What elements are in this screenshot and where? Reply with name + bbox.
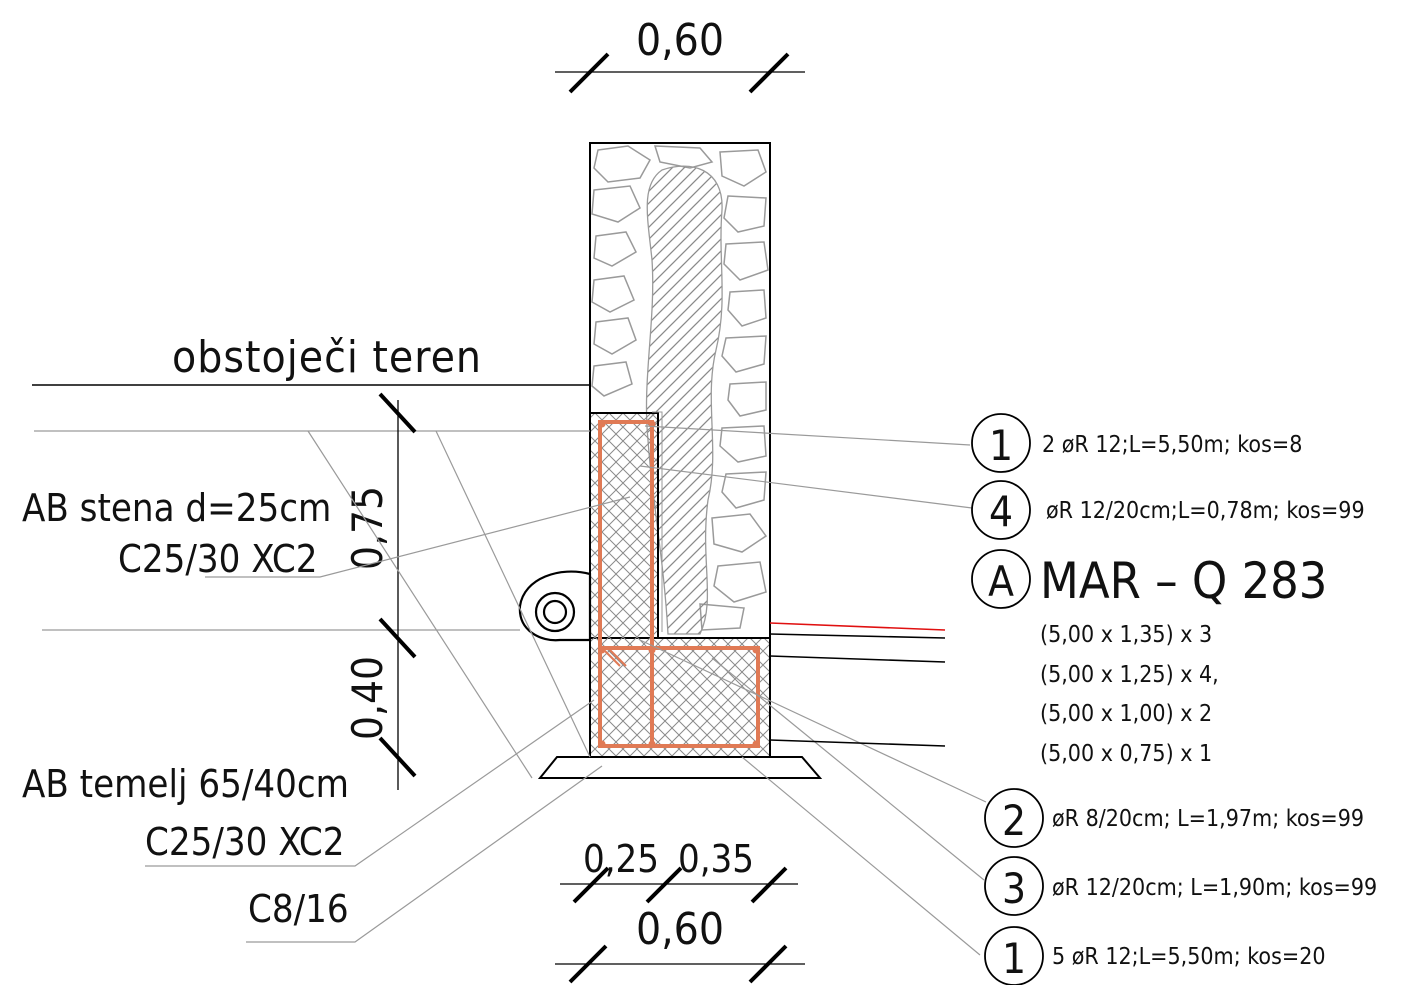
mesh-name: MAR – Q 283	[1040, 552, 1327, 610]
rebar-callout-2-mark: 2	[1002, 796, 1026, 845]
mesh-item: (5,00 x 1,35) x 3	[1040, 622, 1212, 648]
top-width-dimension: 0,60	[555, 15, 805, 94]
rebar-callout-3: 3 øR 12/20cm; L=1,90m; kos=99	[984, 856, 1377, 916]
wall-height-value: 0,75	[343, 486, 392, 570]
rebar-callout-3-mark: 3	[1002, 864, 1026, 913]
rebar-callout-4: 4 øR 12/20cm;L=0,78m; kos=99	[971, 480, 1365, 540]
bottom-split-right-value: 0,35	[678, 837, 754, 881]
rebar-callout-1-bottom-mark: 1	[1002, 934, 1026, 983]
bottom-split-dimension: 0,25 0,35	[560, 837, 798, 904]
rebar-callout-1-bottom: 1 5 øR 12;L=5,50m; kos=20	[984, 926, 1326, 985]
rebar-callout-1-top-text: 2 øR 12;L=5,50m; kos=8	[1042, 432, 1302, 458]
bottom-width-dimension: 0,60	[555, 904, 805, 984]
rebar-callout-1-bottom-text: 5 øR 12;L=5,50m; kos=20	[1052, 944, 1326, 970]
bottom-split-left-value: 0,25	[583, 837, 659, 881]
blinding-layer	[537, 756, 823, 779]
rebar-callout-2: 2 øR 8/20cm; L=1,97m; kos=99	[984, 788, 1364, 848]
blinding-label: C8/16	[248, 887, 349, 931]
blinding-material-label: C8/16	[246, 765, 603, 943]
ground-label: obstoječi teren	[172, 332, 482, 383]
footing-material-label: AB temelj 65/40cm C25/30 XC2	[22, 699, 595, 867]
wall-material-label: AB stena d=25cm C25/30 XC2	[22, 486, 631, 581]
rebar-callout-2-text: øR 8/20cm; L=1,97m; kos=99	[1052, 806, 1364, 832]
mesh-mark: A	[988, 557, 1014, 606]
rebar-callout-4-text: øR 12/20cm;L=0,78m; kos=99	[1046, 498, 1365, 524]
drain-pipe	[518, 570, 592, 642]
mesh-callout-A: A MAR – Q 283 (5,00 x 1,35) x 3 (5,00 x …	[971, 549, 1327, 767]
mesh-item: (5,00 x 1,25) x 4,	[1040, 662, 1219, 688]
bottom-width-value: 0,60	[636, 904, 724, 955]
wall-label-line1: AB stena d=25cm	[22, 486, 331, 530]
existing-ground: obstoječi teren	[32, 332, 590, 386]
rebar-callout-4-mark: 4	[989, 487, 1013, 536]
top-width-value: 0,60	[636, 15, 724, 66]
mesh-item: (5,00 x 1,00) x 2	[1040, 701, 1212, 727]
construction-lines	[307, 430, 591, 779]
height-dimensions: 0,75 0,40	[34, 392, 590, 790]
mesh-item: (5,00 x 0,75) x 1	[1040, 741, 1212, 767]
rebar-callout-1-top: 1 2 øR 12;L=5,50m; kos=8	[971, 413, 1302, 473]
wall-label-line2: C25/30 XC2	[118, 537, 318, 581]
rebar-cage	[598, 420, 760, 748]
rebar-callout-1-top-mark: 1	[989, 421, 1013, 470]
right-leader-lines	[639, 425, 987, 956]
footing-label-line1: AB temelj 65/40cm	[22, 762, 349, 806]
footing-height-value: 0,40	[343, 656, 392, 740]
footing-label-line2: C25/30 XC2	[145, 820, 345, 864]
rebar-callout-3-text: øR 12/20cm; L=1,90m; kos=99	[1052, 875, 1377, 901]
